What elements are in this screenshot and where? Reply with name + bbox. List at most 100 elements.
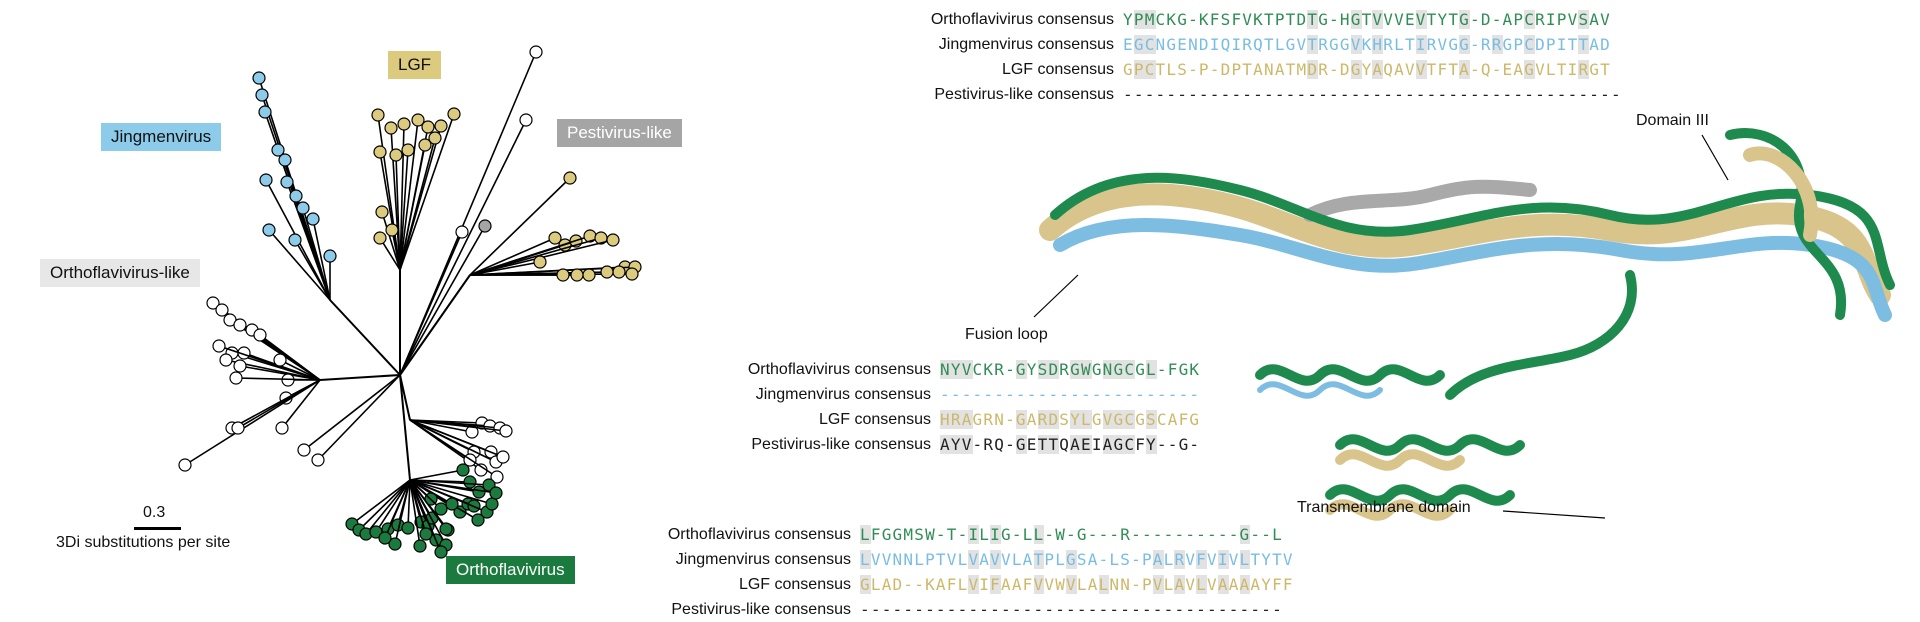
alignment-row-label: Pestivirus-like consensus [671, 601, 851, 618]
tree-tip [306, 212, 320, 226]
callout-fusion-loop: Fusion loop [965, 326, 1048, 343]
tree-branch [469, 235, 591, 276]
tree-tip [490, 470, 504, 484]
tree-branch [184, 379, 321, 466]
tree-tip [413, 539, 427, 553]
tree-branch [409, 479, 427, 535]
tree-branch [302, 207, 331, 301]
tree-tip [373, 231, 387, 245]
tree-tip [219, 353, 233, 367]
tree-tip [289, 189, 303, 203]
alignment-row-label: LGF consensus [1001, 61, 1114, 78]
tree-branch [469, 261, 541, 276]
tree-tip [463, 475, 477, 489]
tree-tip [434, 119, 448, 133]
tree-branch [409, 479, 447, 530]
tree-branch [399, 149, 409, 271]
tree-branch [329, 299, 401, 376]
tree-tip [496, 450, 510, 464]
tree-branch [365, 479, 411, 535]
tree-tip [533, 255, 547, 269]
alignment-sequence: HRAGRN-GARDSYLGVGCGSCAFG [940, 410, 1201, 429]
fusion-loop-leader [1033, 274, 1079, 318]
tree-branch [235, 377, 321, 381]
alignment-row: LGF consensus GLAD--KAFLVIFAAFVVWVLALNN-… [560, 572, 1294, 597]
transmembrane-leader [1502, 510, 1606, 519]
tree-branch [399, 225, 486, 376]
tree-tip [434, 545, 448, 559]
tree-tip [371, 108, 385, 122]
tree-tip [606, 233, 620, 247]
scale-bar-value: 0.3 [143, 504, 166, 521]
tree-tip [259, 173, 273, 187]
alignment-row: Orthoflavivirus consensus LFGGMSW-T-ILIG… [560, 522, 1294, 547]
alignment-row-label: Pestivirus-like consensus [934, 86, 1114, 103]
tree-branch [409, 469, 464, 481]
alignment-row: Orthoflavivirus consensus NYVCKR-GYSDRGW… [640, 357, 1200, 382]
tree-tip [288, 233, 302, 247]
tree-branch [409, 419, 504, 458]
tree-branch [317, 374, 401, 461]
callout-domain-iii: Domain III [1636, 112, 1709, 129]
tree-tip [275, 421, 289, 435]
tree-tip [570, 268, 584, 282]
clade-label-pestivirus-like: Pestivirus-like [557, 119, 682, 147]
alignment-row: Orthoflavivirus consensus YPMCKG-KFSFVKT… [845, 7, 1622, 32]
tree-tip [563, 171, 577, 185]
structure-ribbon-orthoflavivirus [1050, 172, 1895, 290]
tree-branch [469, 177, 571, 276]
tree-tip [206, 296, 220, 310]
alignment-row: Jingmenvirus consensus -----------------… [640, 382, 1200, 407]
tree-branch [303, 374, 401, 451]
tree-tip [447, 107, 461, 121]
tree-tip [273, 353, 287, 367]
alignment-sequence: GLAD--KAFLVIFAAFVVWVLALNN-PVLAVLVAAAAYFF [860, 575, 1294, 594]
tree-tip [278, 153, 292, 167]
clade-label-orthoflavivirus: Orthoflavivirus [446, 556, 575, 584]
clade-label-lgf: LGF [388, 51, 442, 79]
tree-branch [407, 479, 411, 529]
alignment-row-label: Orthoflavivirus consensus [667, 526, 851, 543]
alignment-row-label: LGF consensus [738, 576, 851, 593]
alignment-row-label: Jingmenvirus consensus [755, 386, 931, 403]
tree-tip [311, 453, 325, 467]
tree-tip [401, 521, 415, 535]
tree-branch [399, 137, 436, 271]
tree-tip [401, 143, 415, 157]
alignment-sequence: GPCTLS-P-DPTANATMDR-DGYAQAVVTFTA-Q-EAGVL… [1123, 60, 1611, 79]
tree-tip [262, 223, 276, 237]
alignment-row: LGF consensus GPCTLS-P-DPTANATMDR-DGYAQA… [845, 57, 1622, 82]
tree-tip [556, 268, 570, 282]
tree-branch [409, 419, 498, 478]
tree-tip [456, 463, 470, 477]
tree-tip [378, 531, 392, 545]
alignment-sequence: YPMCKG-KFSFVKTPTDTG-HGTVVVEVTYTG-D-APCRI… [1123, 10, 1611, 29]
tree-branch [395, 154, 401, 271]
structure-helix-transmembrane [1325, 434, 1525, 506]
alignment-row: Pestivirus-like consensus --------------… [845, 82, 1622, 107]
protein-structure-overlay [1033, 128, 1895, 521]
structure-ribbon-pestivirus [1303, 179, 1537, 222]
tree-tip [445, 497, 459, 511]
alignment-row-label: Jingmenvirus consensus [938, 36, 1114, 53]
tree-tip [489, 486, 503, 500]
tree-branch [281, 379, 321, 429]
tree-branch [399, 144, 426, 271]
tree-branch [399, 119, 419, 271]
alignment-domain-iii: Orthoflavivirus consensus YPMCKG-KFSFVKT… [845, 7, 1622, 107]
alignment-sequence: NYVCKR-GYSDRGWGNGCGL-FGK [940, 360, 1201, 379]
tree-branch [409, 419, 497, 463]
tree-tip [233, 359, 247, 373]
tree-tip [178, 458, 192, 472]
tree-tip [212, 339, 226, 353]
tree-tip [485, 497, 499, 511]
tree-tip [323, 249, 337, 263]
tree-tip [297, 443, 311, 457]
scale-bar-caption: 3Di substitutions per site [56, 534, 231, 551]
alignment-sequence: LVVNNLPTVLVAVVLATPLGSA-LS-PALRVFVIVLTYTV [860, 550, 1294, 569]
tree-branch [351, 479, 411, 525]
alignment-row-label: LGF consensus [818, 411, 931, 428]
alignment-row-label: Orthoflavivirus consensus [930, 11, 1114, 28]
tree-tip [612, 265, 626, 279]
tree-branch [399, 374, 411, 481]
